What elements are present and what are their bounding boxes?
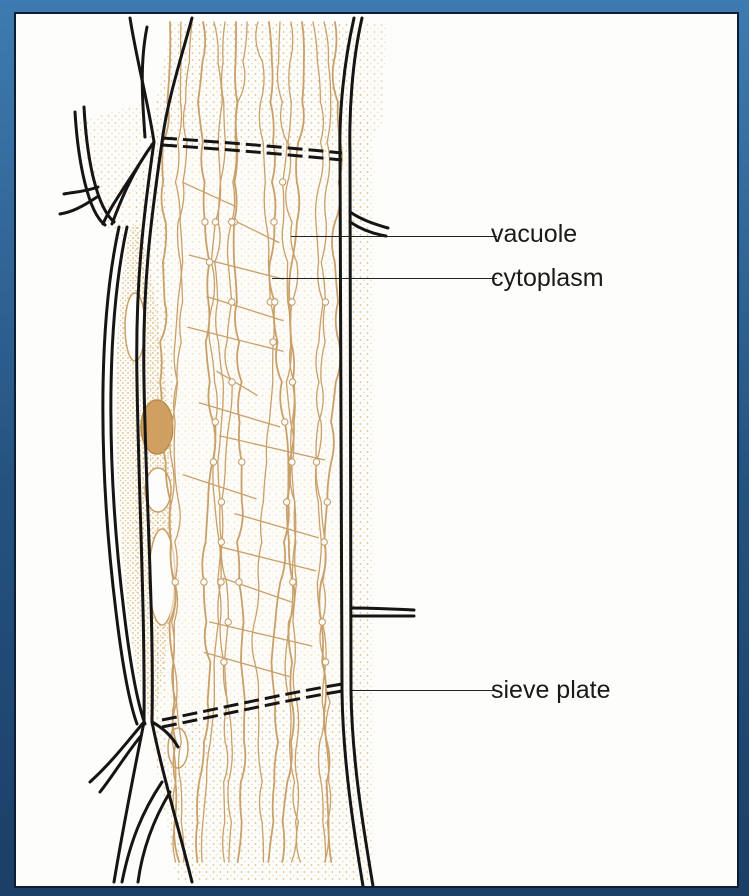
vesicle	[229, 379, 235, 385]
vesicle	[289, 459, 295, 465]
vesicle	[210, 459, 216, 465]
vesicle	[272, 299, 278, 305]
vesicle	[313, 459, 319, 465]
vesicle	[236, 579, 242, 585]
vesicle	[212, 219, 218, 225]
vesicle	[202, 219, 208, 225]
vesicle	[172, 579, 178, 585]
vesicle	[221, 659, 227, 665]
vesicle	[229, 219, 235, 225]
sieve-plate-label: sieve plate	[491, 678, 611, 703]
vesicle	[229, 299, 235, 305]
vesicle	[321, 539, 327, 545]
vesicle	[280, 179, 286, 185]
sieve-tube-illustration	[16, 14, 737, 886]
cytoplasm-label: cytoplasm	[491, 266, 604, 291]
vesicle	[206, 259, 212, 265]
vesicle	[319, 619, 325, 625]
vesicle	[289, 299, 295, 305]
cytoplasm-leader-line	[272, 278, 497, 279]
vesicle	[284, 499, 290, 505]
vesicle	[324, 499, 330, 505]
vacuole-label: vacuole	[491, 222, 577, 247]
vesicle	[225, 619, 231, 625]
vesicle	[271, 219, 277, 225]
diagram-panel: vacuole cytoplasm sieve plate	[14, 12, 739, 888]
vesicle	[289, 379, 295, 385]
vesicle	[282, 419, 288, 425]
vesicle	[218, 579, 224, 585]
vesicle	[239, 459, 245, 465]
vesicle	[212, 419, 218, 425]
vesicle	[201, 579, 207, 585]
vesicle	[322, 299, 328, 305]
sieve-plate-leader-line	[352, 690, 497, 691]
vesicle	[322, 659, 328, 665]
vesicle	[218, 539, 224, 545]
vacuole-leader-line	[291, 236, 497, 237]
vesicle	[270, 339, 276, 345]
vesicle	[218, 499, 224, 505]
vesicle	[290, 579, 296, 585]
